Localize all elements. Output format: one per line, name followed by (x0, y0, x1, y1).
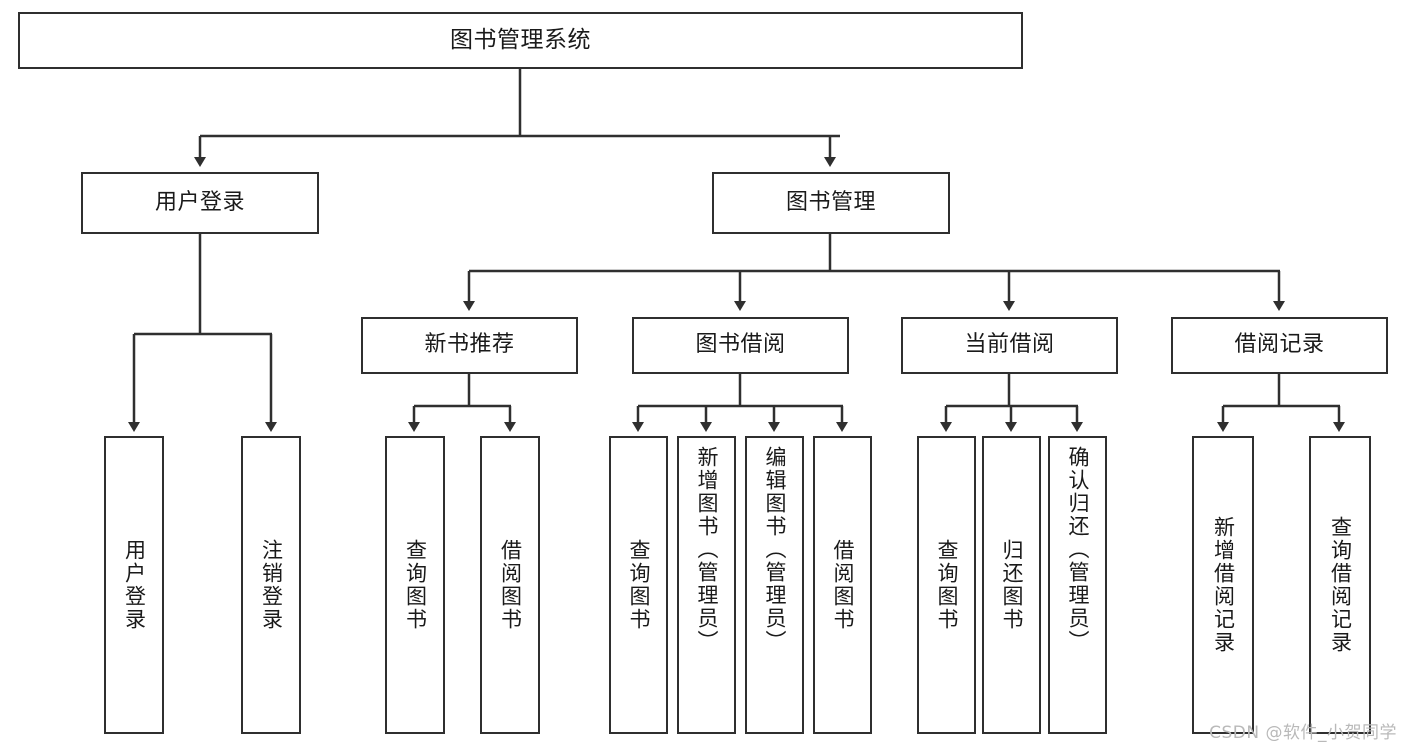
leaf-query-book-nb-label: 查询图书 (403, 539, 428, 631)
leaf-return-book-label: 归还图书 (1000, 539, 1024, 631)
leaf-query-borrow-record-label: 查询借阅记录 (1328, 516, 1353, 654)
node-current-borrow[interactable]: 当前借阅 (901, 317, 1118, 374)
leaf-user-login-label: 用户登录 (122, 539, 147, 631)
leaf-add-borrow-record[interactable]: 新增借阅记录 (1192, 436, 1254, 734)
leaf-logout-label: 注销登录 (259, 539, 284, 631)
leaf-query-book-cb-label: 查询图书 (935, 539, 959, 631)
leaf-query-borrow-record[interactable]: 查询借阅记录 (1309, 436, 1371, 734)
node-current-borrow-label: 当前借阅 (964, 332, 1055, 358)
leaf-return-book[interactable]: 归还图书 (982, 436, 1041, 734)
node-book-management-label: 图书管理 (785, 189, 876, 215)
node-new-book-recommend[interactable]: 新书推荐 (361, 317, 578, 374)
leaf-edit-book-admin[interactable]: 编辑图书（管理员） (745, 436, 804, 734)
leaf-borrow-book-bw[interactable]: 借阅图书 (813, 436, 872, 734)
node-root-label: 图书管理系统 (450, 26, 591, 53)
node-book-borrow-label: 图书借阅 (695, 332, 786, 358)
leaf-add-book-admin[interactable]: 新增图书（管理员） (677, 436, 736, 734)
node-root[interactable]: 图书管理系统 (18, 12, 1023, 69)
node-borrow-records-label: 借阅记录 (1234, 332, 1325, 358)
leaf-borrow-book-nb-label: 借阅图书 (498, 539, 523, 631)
node-new-book-recommend-label: 新书推荐 (424, 332, 515, 358)
leaf-query-book-bw[interactable]: 查询图书 (609, 436, 668, 734)
leaf-logout[interactable]: 注销登录 (241, 436, 301, 734)
node-book-borrow[interactable]: 图书借阅 (632, 317, 849, 374)
leaf-add-borrow-record-label: 新增借阅记录 (1211, 516, 1236, 654)
leaf-add-book-admin-label: 新增图书（管理员） (695, 446, 719, 653)
leaf-query-book-cb[interactable]: 查询图书 (917, 436, 976, 734)
node-user-login[interactable]: 用户登录 (81, 172, 319, 234)
node-borrow-records[interactable]: 借阅记录 (1171, 317, 1388, 374)
leaf-edit-book-admin-label: 编辑图书（管理员） (763, 446, 787, 653)
leaf-query-book-nb[interactable]: 查询图书 (385, 436, 445, 734)
leaf-borrow-book-bw-label: 借阅图书 (831, 539, 855, 631)
node-book-management[interactable]: 图书管理 (712, 172, 950, 234)
leaf-query-book-bw-label: 查询图书 (627, 539, 651, 631)
leaf-confirm-return-admin[interactable]: 确认归还（管理员） (1048, 436, 1107, 734)
leaf-confirm-return-admin-label: 确认归还（管理员） (1066, 446, 1090, 653)
node-user-login-label: 用户登录 (154, 189, 245, 215)
leaf-user-login[interactable]: 用户登录 (104, 436, 164, 734)
leaf-borrow-book-nb[interactable]: 借阅图书 (480, 436, 540, 734)
watermark: CSDN @软件_小贺同学 (1209, 723, 1397, 743)
